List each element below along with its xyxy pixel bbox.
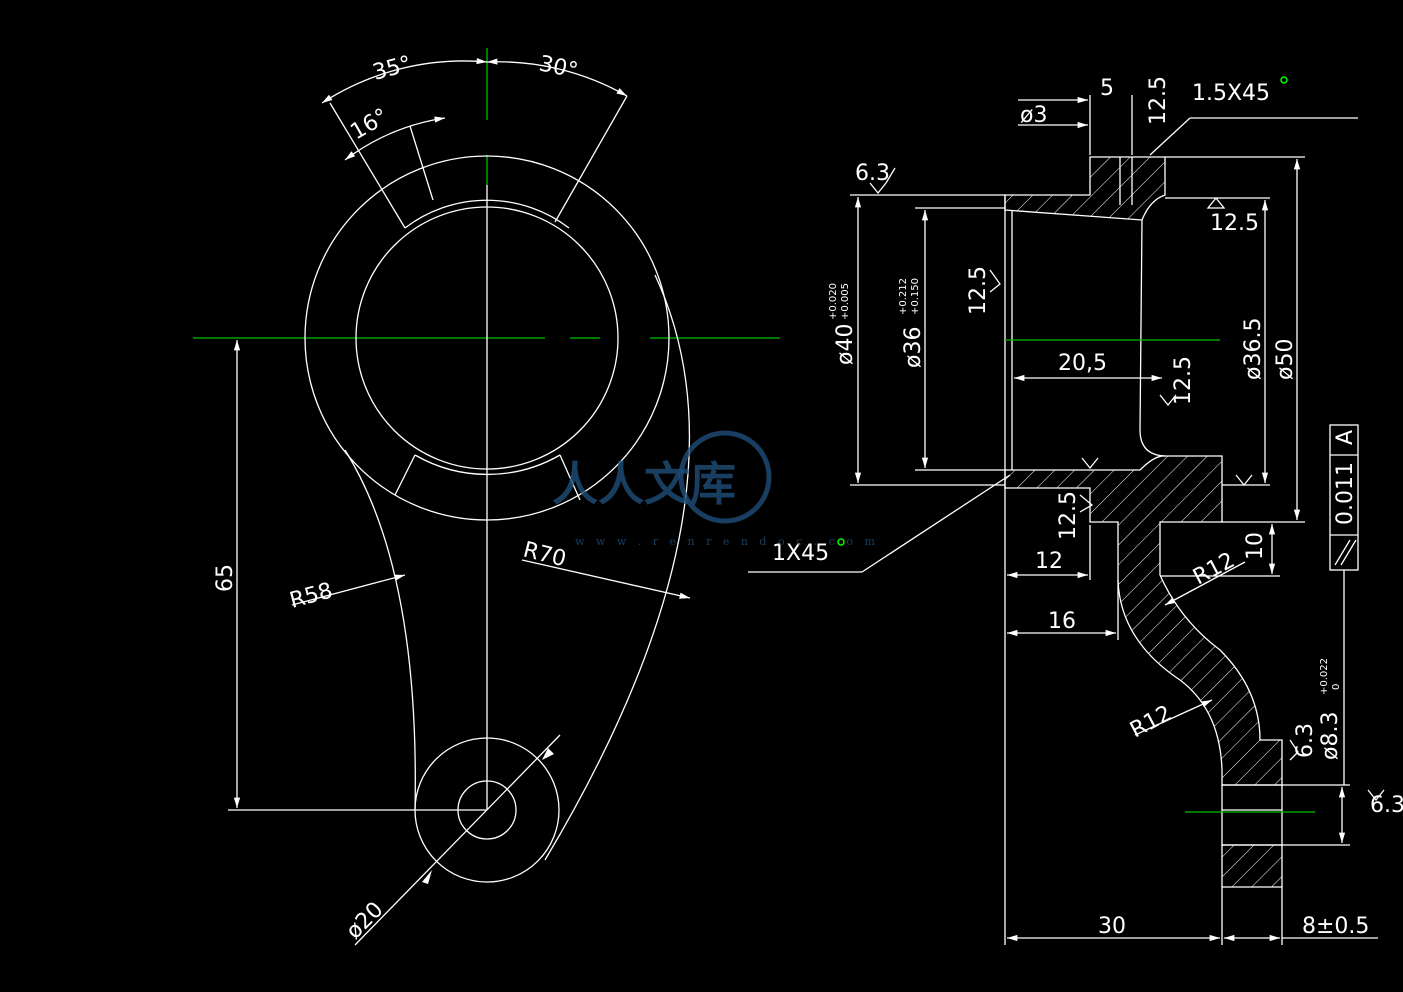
angle-35-label: 35° [370,52,414,86]
len10-label: 10 [1243,532,1268,560]
svg-text:+0.150: +0.150 [910,278,921,315]
len20-5-label: 20,5 [1058,351,1107,376]
top-flange-section [1004,156,1166,221]
svg-text:+0.022: +0.022 [1319,658,1330,695]
tolerance-value-label: 0.011 [1333,462,1358,525]
chamfer-bottom-label: 1X45 [772,541,829,566]
len8-label: 8±0.5 [1302,914,1369,939]
roughness-left-label: 6.3 [855,161,890,186]
angle-30-label: 30° [537,51,580,84]
watermark: 人人文库 w w w . r e n r e n d o c . c o m [552,430,879,548]
pin-end-section [1221,844,1283,888]
r12-lower-label: R12 [1126,701,1176,743]
bottom-flange-arm-section [1004,455,1283,786]
r70-label: R70 [521,538,569,573]
len5-label: 5 [1100,76,1114,101]
datum-label: A [1333,430,1358,445]
dim-65-label: 65 [213,564,238,592]
d36-5-label: ø36.5 [1241,318,1266,380]
watermark-text: 人人文库 [552,457,736,511]
roughness-top-right-label: 12.5 [1210,211,1259,236]
d8-3-label: ø8.3 [1318,712,1343,760]
len30-label: 30 [1098,914,1126,939]
svg-text:+0.020: +0.020 [828,283,839,320]
roughness-far-right-label: 6.3 [1370,793,1403,818]
svg-text:+0.212: +0.212 [898,278,909,315]
svg-text:0: 0 [1331,684,1342,690]
arm-right-edge-r70 [544,274,690,861]
roughness-bottom-label: 12.5 [1056,491,1081,540]
arm-left-edge-r58 [344,449,416,811]
r12-upper-label: R12 [1189,548,1239,590]
svg-text:+0.005: +0.005 [840,283,851,320]
lower-counterbore-arc [414,454,561,476]
r58-label: R58 [287,578,335,613]
angle-16-label: 16° [347,104,393,145]
chamfer-top-label: 1.5X45 [1192,81,1270,106]
section-view: ø3 5 12.5 1.5X45 ø50 ø36.5 12.5 ø40 +0.0… [748,76,1403,945]
d36-label: ø36 [901,327,926,368]
outer-hub-circle [304,155,670,521]
upper-counterbore-arc [404,199,570,229]
len12-label: 12 [1035,549,1063,574]
roughness-bore-label: 12.5 [966,266,991,315]
len16-label: 16 [1048,609,1076,634]
roughness-top-label: 12.5 [1146,76,1171,125]
watermark-url: w w w . r e n r e n d o c . c o m [575,535,879,548]
d50-label: ø50 [1273,339,1298,380]
d3-label: ø3 [1020,103,1047,128]
bore-circle [355,206,619,470]
roughness-mid-label: 12.5 [1171,356,1196,405]
d40-label: ø40 [833,324,858,365]
d20-label: ø20 [342,897,389,944]
